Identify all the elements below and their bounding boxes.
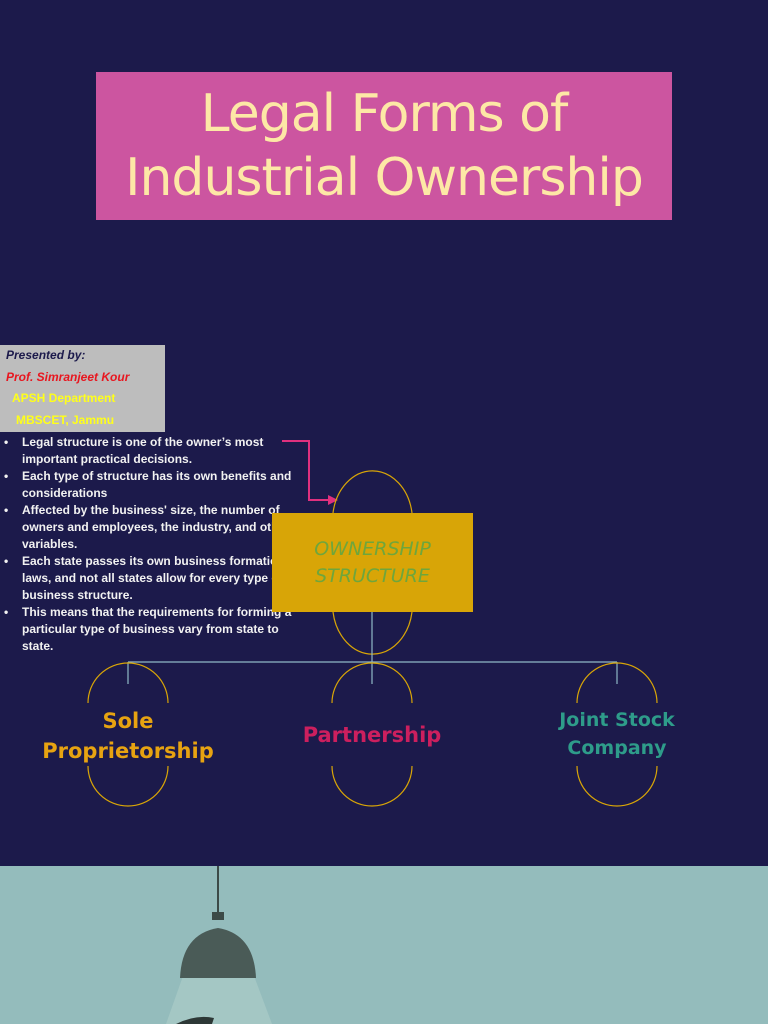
bottom-panel	[0, 866, 768, 1024]
bullet-item: Affected by the business' size, the numb…	[4, 502, 304, 553]
root-label-line-1: OWNERSHIP	[314, 537, 431, 560]
bullet-item: This means that the requirements for for…	[4, 604, 304, 655]
connector-lines	[127, 612, 618, 684]
bullet-item: Each state passes its own business forma…	[4, 553, 304, 604]
node-joint-stock-company: Joint Stock Company	[544, 706, 690, 762]
presenter-box: Presented by: Prof. Simranjeet Kour APSH…	[0, 345, 165, 432]
node-joint-line-1: Joint Stock	[559, 709, 675, 731]
node-sole-proprietorship: Sole Proprietorship	[40, 706, 216, 766]
ownership-structure-box: OWNERSHIP STRUCTURE	[272, 513, 473, 612]
presenter-department: APSH Department	[12, 391, 116, 405]
bullet-item: Each type of structure has its own benef…	[4, 468, 304, 502]
title-line-2: Industrial Ownership	[125, 148, 644, 208]
root-label-line-2: STRUCTURE	[315, 564, 430, 587]
node-joint-line-2: Company	[567, 737, 667, 759]
node-circle-joint	[576, 662, 658, 807]
presenter-name: Prof. Simranjeet Kour	[6, 370, 130, 384]
node-sole-line-1: Sole	[102, 709, 154, 733]
presenter-label: Presented by:	[6, 348, 86, 362]
title-box: Legal Forms of Industrial Ownership	[96, 72, 672, 220]
node-partnership-label: Partnership	[302, 723, 442, 747]
pendant-lamp-icon	[166, 866, 272, 1024]
title-line-1: Legal Forms of	[200, 84, 569, 144]
diagram-lines	[87, 440, 658, 807]
node-partnership: Partnership	[292, 720, 452, 750]
bullet-list: Legal structure is one of the owner’s mo…	[4, 434, 304, 655]
slide: Legal Forms of Industrial Ownership Pres…	[0, 0, 768, 866]
bullet-item: Legal structure is one of the owner’s mo…	[4, 434, 304, 468]
node-circle-partnership	[331, 662, 413, 807]
presenter-institute: MBSCET, Jammu	[16, 413, 115, 427]
node-sole-line-2: Proprietorship	[42, 739, 214, 763]
node-circle-sole	[87, 662, 169, 807]
